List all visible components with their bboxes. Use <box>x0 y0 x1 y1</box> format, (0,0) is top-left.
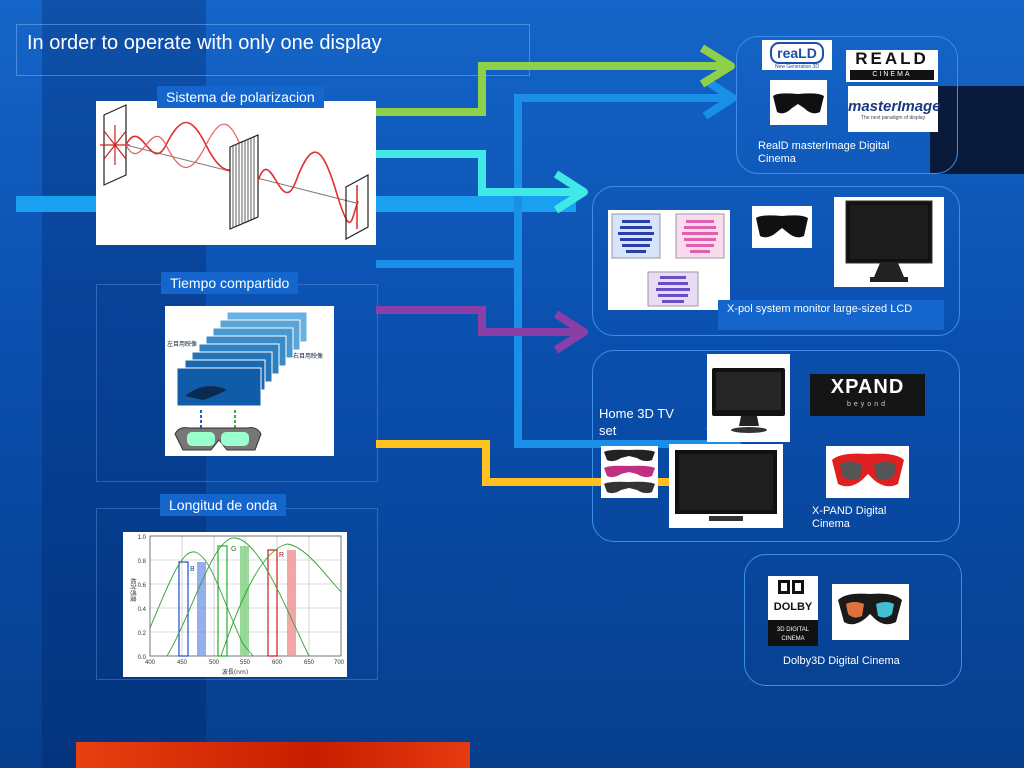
arrow-cyan-head <box>553 170 588 214</box>
glasses-icon <box>832 453 904 487</box>
svg-text:DOLBY: DOLBY <box>774 601 813 613</box>
band-label: G <box>231 546 236 553</box>
ytick-label: 0.2 <box>138 631 147 637</box>
reald-logo-small: reaLD New Generation 3D <box>762 40 832 70</box>
xtick-label: 500 <box>209 660 220 666</box>
big-tv-image <box>669 444 783 528</box>
reald-logo-big: REALD CINEMA <box>846 50 938 82</box>
ytick-label: 1.0 <box>138 535 147 541</box>
xtick-label: 600 <box>272 660 283 666</box>
arrow-purple <box>376 306 580 336</box>
band-label: B <box>190 566 195 573</box>
xpol-diagram-image <box>608 210 730 310</box>
reald-panel <box>736 36 958 174</box>
tv-icon <box>675 450 777 521</box>
glasses-icon <box>838 593 902 625</box>
xtick-label: 650 <box>304 660 315 666</box>
arrow-green <box>376 62 728 116</box>
home3d-glasses-image <box>601 446 658 498</box>
ytick-label: 0.4 <box>138 607 147 613</box>
band-label: R <box>279 552 284 559</box>
ytick-label: 0.6 <box>138 583 147 589</box>
tv-icon <box>712 368 785 433</box>
xpand-logo: XPAND beyond <box>810 374 925 416</box>
time-sharing-image: 左目用映像 右目用映像 <box>165 306 334 456</box>
svg-text:左目用映像: 左目用映像 <box>167 340 197 348</box>
home3d-caption: Home 3D TV set <box>599 406 674 438</box>
arrow-green-head <box>699 44 735 88</box>
arrow-blue-to-reald-head <box>702 76 737 120</box>
dolby-glasses-image <box>832 584 909 640</box>
xtick-label: 450 <box>177 660 188 666</box>
polarization-diagram <box>96 101 376 245</box>
flat-tv-image <box>707 354 790 442</box>
svg-text:右目用映像: 右目用映像 <box>293 352 323 360</box>
glasses-icon <box>604 449 655 494</box>
x-axis-label: 波長(nm) <box>222 668 248 676</box>
svg-text:CINEMA: CINEMA <box>781 636 804 642</box>
masterimage-logo: masterImage The next paradigm of display <box>848 86 941 132</box>
xpol-glasses-image <box>752 206 812 248</box>
xpol-caption: X-pol system monitor large-sized LCD <box>718 300 944 330</box>
dolby-logo: DOLBY 3D DIGITAL CINEMA <box>768 576 818 646</box>
svg-text:3D DIGITAL: 3D DIGITAL <box>777 627 810 633</box>
y-axis-label: 相対感度 <box>129 578 137 602</box>
reald-caption: RealD masterImage Digital Cinema <box>758 140 890 165</box>
xpand-glasses-image <box>826 446 909 498</box>
reald-glasses-image <box>770 80 827 125</box>
ytick-label: 0.8 <box>138 559 147 565</box>
glasses-icon <box>773 93 824 114</box>
ytick-label: 0.0 <box>138 655 147 661</box>
label-polarization: Sistema de polarizacion <box>157 86 324 108</box>
monitor-icon <box>845 200 933 282</box>
xpol-panel <box>592 186 960 336</box>
lcd-monitor-image <box>834 197 944 287</box>
decor-red-bar <box>76 742 470 768</box>
glasses-icon <box>756 215 808 238</box>
slide-title: In order to operate with only one displa… <box>27 32 382 54</box>
xtick-label: 550 <box>240 660 251 666</box>
title-frame <box>16 24 530 76</box>
xtick-label: 700 <box>334 660 345 666</box>
dolby-caption: Dolby3D Digital Cinema <box>783 655 900 667</box>
arrow-blue-to-home <box>514 98 734 448</box>
label-wavelength: Longitud de onda <box>160 494 287 516</box>
arrow-purple-head <box>553 310 588 354</box>
xpand-caption: X-PAND Digital Cinema <box>812 505 887 530</box>
spectrum-chart: 1.0 0.8 0.6 0.4 0.2 0.0 400 450 500 550 … <box>123 532 347 677</box>
label-time-sharing: Tiempo compartido <box>161 272 299 294</box>
dolby-panel <box>744 554 962 686</box>
xtick-label: 400 <box>145 660 156 666</box>
arrow-cyan <box>376 150 580 196</box>
